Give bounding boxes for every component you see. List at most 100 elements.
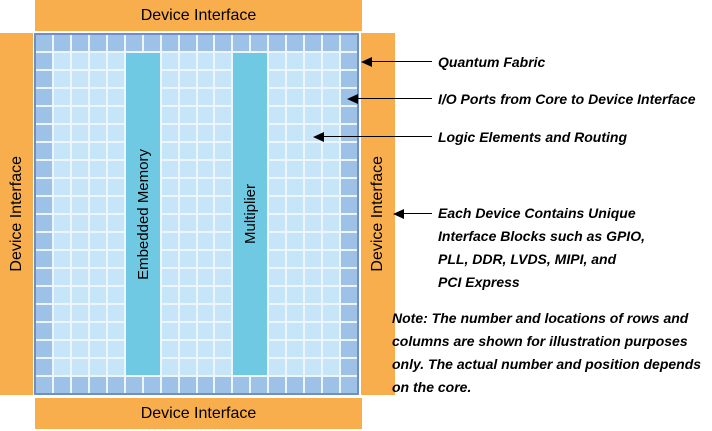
logic-cell	[287, 269, 304, 285]
io-port-cell	[36, 377, 52, 393]
logic-cell	[53, 305, 70, 321]
io-port-cell	[36, 305, 52, 321]
logic-cell	[71, 107, 88, 123]
logic-cell	[107, 143, 124, 159]
logic-cell	[215, 107, 232, 123]
io-port-cell	[36, 179, 52, 195]
io-port-cell	[269, 377, 286, 393]
logic-cell	[89, 341, 106, 357]
logic-cell	[215, 197, 232, 213]
arrow-line	[402, 213, 432, 215]
logic-cell	[71, 341, 88, 357]
logic-cell	[71, 359, 88, 375]
logic-cell	[179, 323, 196, 339]
multiplier-label: Multiplier	[241, 183, 259, 244]
logic-cell	[71, 269, 88, 285]
io-port-cell	[251, 377, 268, 393]
logic-cell	[197, 233, 214, 249]
io-port-cell	[71, 377, 88, 393]
logic-cell	[179, 233, 196, 249]
device-interface-top-label: Device Interface	[140, 6, 257, 24]
logic-cell	[287, 287, 304, 303]
logic-cell	[161, 89, 178, 105]
logic-cell	[89, 287, 106, 303]
device-interface-right-bar: Device Interface	[361, 33, 395, 395]
logic-cell	[53, 287, 70, 303]
logic-cell	[89, 71, 106, 87]
io-port-cell	[36, 197, 52, 213]
logic-cell	[323, 305, 340, 321]
logic-cell	[287, 161, 304, 177]
logic-cell	[161, 251, 178, 267]
io-port-cell	[107, 35, 124, 51]
logic-cell	[53, 89, 70, 105]
io-port-cell	[341, 359, 357, 375]
io-port-cell	[287, 377, 304, 393]
io-port-cell	[341, 251, 357, 267]
logic-cell	[215, 341, 232, 357]
io-port-cell	[36, 341, 52, 357]
interface-blocks-callout-label: Each Device Contains Unique Interface Bl…	[438, 205, 645, 290]
logic-cell	[107, 197, 124, 213]
logic-cell	[89, 215, 106, 231]
logic-cell	[305, 53, 322, 69]
logic-cell	[323, 161, 340, 177]
logic-cell	[71, 323, 88, 339]
logic-cell	[179, 143, 196, 159]
logic-cell	[323, 323, 340, 339]
io-port-cell	[36, 125, 52, 141]
logic-cell	[287, 143, 304, 159]
logic-cell	[179, 305, 196, 321]
logic-cell	[161, 269, 178, 285]
logic-cell	[71, 125, 88, 141]
logic-cell	[71, 143, 88, 159]
io-port-cell	[36, 287, 52, 303]
logic-cell	[107, 269, 124, 285]
io-port-cell	[179, 377, 196, 393]
logic-cell	[71, 197, 88, 213]
io-port-cell	[53, 377, 70, 393]
logic-cell	[197, 89, 214, 105]
device-interface-right-label: Device Interface	[369, 156, 386, 272]
io-port-cell	[305, 35, 322, 51]
logic-cell	[305, 305, 322, 321]
io-port-cell	[341, 323, 357, 339]
logic-cell	[269, 323, 286, 339]
io-port-cell	[143, 377, 160, 393]
logic-cell	[71, 161, 88, 177]
logic-cell	[287, 341, 304, 357]
logic-cell	[107, 125, 124, 141]
io-port-cell	[233, 35, 250, 51]
logic-cell	[161, 143, 178, 159]
device-interface-top-bar: Device Interface	[35, 0, 362, 31]
logic-cell	[287, 251, 304, 267]
logic-cell	[269, 305, 286, 321]
io-port-cell	[341, 35, 357, 51]
logic-cell	[107, 89, 124, 105]
io-port-cell	[341, 233, 357, 249]
logic-cell	[269, 197, 286, 213]
logic-cell	[305, 215, 322, 231]
logic-cell	[161, 359, 178, 375]
logic-cell	[179, 125, 196, 141]
io-port-cell	[161, 377, 178, 393]
logic-cell	[71, 215, 88, 231]
io-port-cell	[36, 35, 52, 51]
io-port-cell	[197, 35, 214, 51]
logic-cell	[215, 161, 232, 177]
device-interface-bottom-bar: Device Interface	[35, 398, 362, 429]
logic-cell	[161, 233, 178, 249]
logic-cell	[287, 323, 304, 339]
logic-cell	[71, 233, 88, 249]
logic-cell	[305, 179, 322, 195]
logic-cell	[107, 287, 124, 303]
logic-cell	[71, 287, 88, 303]
logic-cell	[89, 107, 106, 123]
logic-cell	[107, 71, 124, 87]
io-port-cell	[323, 377, 340, 393]
io-port-cell	[341, 71, 357, 87]
logic-cell	[287, 107, 304, 123]
logic-cell	[197, 269, 214, 285]
io-ports-callout-label: I/O Ports from Core to Device Interface	[438, 91, 696, 107]
logic-cell	[197, 341, 214, 357]
